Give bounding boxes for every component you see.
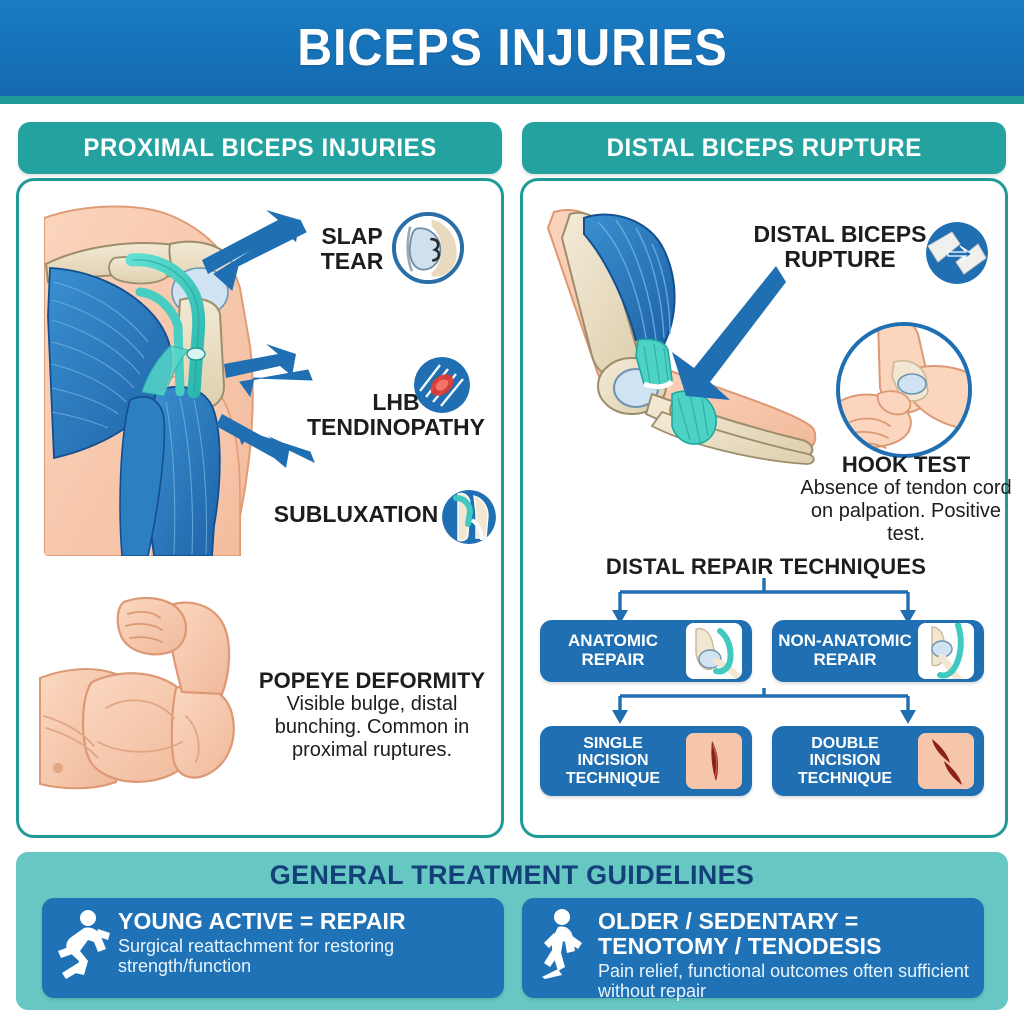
guideline-card-young-active[interactable]: YOUNG ACTIVE = REPAIR Surgical reattachm… <box>42 898 504 998</box>
repair-box-anatomic-label: ANATOMIC REPAIR <box>567 631 659 669</box>
repair-box-single-incision[interactable]: SINGLE INCISION TECHNIQUE <box>540 726 752 796</box>
double-incision-thumbnail <box>918 733 974 789</box>
inflamed-tendon-inset-icon <box>414 357 470 413</box>
callout-lhb-tendinopathy: LHB TENDINOPATHY <box>290 390 502 440</box>
shoulder-anatomy-illustration <box>44 196 302 556</box>
torn-tendon-inset-icon <box>926 222 988 284</box>
callout-slap-tear: SLAP TEAR <box>306 224 398 274</box>
panel-header-distal-label: DISTAL BICEPS RUPTURE <box>606 133 922 162</box>
hook-test-textblock: HOOK TEST Absence of tendon cord on palp… <box>800 452 1012 547</box>
hook-test-title: HOOK TEST <box>841 452 971 477</box>
panel-header-distal: DISTAL BICEPS RUPTURE <box>522 122 1006 174</box>
tendon-subluxation-inset-icon <box>442 490 496 544</box>
distal-repair-techniques-title: DISTAL REPAIR TECHNIQUES <box>605 554 927 579</box>
guideline-card-older-sedentary-text: OLDER / SEDENTARY = TENOTOMY / TENODESIS… <box>598 907 972 1001</box>
walking-person-icon <box>542 909 582 979</box>
repair-box-anatomic[interactable]: ANATOMIC REPAIR <box>540 620 752 682</box>
running-person-icon <box>58 910 110 979</box>
repair-box-double-incision-label: DOUBLE INCISION TECHNIQUE <box>797 734 893 787</box>
flexed-arm-popeye-illustration <box>39 596 235 790</box>
panel-header-proximal-label: PROXIMAL BICEPS INJURIES <box>83 133 437 162</box>
elbow-anatomy-illustration <box>540 198 840 498</box>
callout-distal-biceps-rupture-label: DISTAL BICEPS RUPTURE <box>753 221 927 272</box>
title-banner: BICEPS INJURIES <box>0 0 1024 96</box>
panel-header-proximal: PROXIMAL BICEPS INJURIES <box>18 122 502 174</box>
guideline-card-young-active-text: YOUNG ACTIVE = REPAIR Surgical reattachm… <box>118 907 492 976</box>
callout-slap-tear-label: SLAP TEAR <box>320 223 384 274</box>
general-treatment-guidelines-title: GENERAL TREATMENT GUIDELINES <box>269 860 755 890</box>
distal-rupture-callout-arrow <box>672 266 786 400</box>
guideline-older-sedentary-title: OLDER / SEDENTARY = TENOTOMY / TENODESIS <box>598 908 882 959</box>
general-treatment-guidelines-banner: GENERAL TREATMENT GUIDELINES YOUNG ACTIV… <box>16 852 1008 1010</box>
popeye-deformity-title: POPEYE DEFORMITY <box>258 668 486 693</box>
popeye-deformity-textblock: POPEYE DEFORMITY Visible bulge, distal b… <box>246 668 498 763</box>
page-title: BICEPS INJURIES <box>296 19 728 77</box>
repair-box-double-incision[interactable]: DOUBLE INCISION TECHNIQUE <box>772 726 984 796</box>
elbow-non-anatomic-repair-thumbnail <box>918 623 974 679</box>
guideline-card-older-sedentary[interactable]: OLDER / SEDENTARY = TENOTOMY / TENODESIS… <box>522 898 984 1001</box>
guideline-young-active-body: Surgical reattachment for restoring stre… <box>118 935 395 976</box>
repair-box-non-anatomic-label: NON-ANATOMIC REPAIR <box>778 631 912 669</box>
elbow-anatomic-repair-thumbnail <box>686 623 742 679</box>
callout-lhb-tendinopathy-label: LHB TENDINOPATHY <box>306 389 486 440</box>
popeye-deformity-body: Visible bulge, distal bunching. Common i… <box>274 693 470 762</box>
repair-tree-connector-bottom <box>612 688 916 724</box>
guideline-older-sedentary-body: Pain relief, functional outcomes often s… <box>598 960 969 1001</box>
shoulder-callout-arrows <box>202 210 300 468</box>
callout-subluxation-label: SUBLUXATION <box>273 501 439 527</box>
shoulder-arrow-overlay <box>213 219 315 464</box>
guideline-young-active-title: YOUNG ACTIVE = REPAIR <box>118 908 406 934</box>
repair-box-single-incision-label: SINGLE INCISION TECHNIQUE <box>565 734 661 787</box>
single-incision-thumbnail <box>686 733 742 789</box>
callout-subluxation: SUBLUXATION <box>268 502 444 527</box>
hook-test-hand-illustration <box>836 322 972 458</box>
callout-distal-biceps-rupture: DISTAL BICEPS RUPTURE <box>742 222 938 272</box>
slap-lesion-inset-icon <box>392 212 464 284</box>
repair-box-non-anatomic[interactable]: NON-ANATOMIC REPAIR <box>772 620 984 682</box>
hook-test-body: Absence of tendon cord on palpation. Pos… <box>800 477 1012 546</box>
repair-tree-connector-top <box>612 578 916 624</box>
title-underline-divider <box>0 96 1024 104</box>
